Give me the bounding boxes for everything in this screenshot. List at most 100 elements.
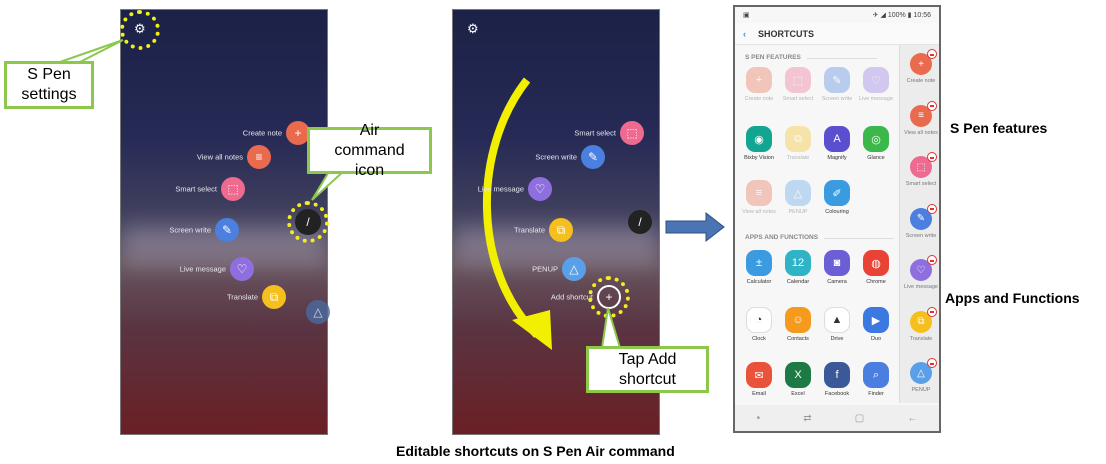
shortcut-penup[interactable]: △PENUP — [778, 180, 818, 216]
shortcut-screen-write[interactable]: ✎Screen write — [817, 67, 857, 103]
remove-icon[interactable] — [927, 100, 937, 111]
duo-icon: ▶ — [863, 307, 889, 333]
selected-label: Create note — [906, 78, 936, 84]
remove-icon[interactable] — [927, 152, 937, 162]
shortcut-colouring[interactable]: ✐Colouring — [817, 180, 857, 216]
screen-write-icon[interactable]: ✎ — [581, 145, 605, 169]
remove-icon[interactable] — [927, 306, 937, 317]
penup-icon: △ — [910, 358, 937, 384]
shortcut-label: Calculator — [746, 279, 772, 285]
penup-icon[interactable]: △ — [306, 300, 330, 324]
view-all-notes-icon: ≡ — [910, 100, 937, 127]
live-message-icon[interactable]: ♡ — [230, 257, 254, 281]
view-all-notes-icon: ≡ — [746, 180, 772, 206]
shortcut-label: Clock — [752, 336, 766, 342]
selected-label: PENUP — [911, 387, 931, 393]
remove-icon[interactable] — [927, 49, 937, 59]
shortcut-glance[interactable]: ◎Glance — [856, 126, 896, 162]
air-command-icon[interactable]: / — [628, 210, 652, 234]
penup-icon: △ — [785, 180, 811, 206]
remove-icon[interactable] — [927, 358, 937, 368]
shortcut-calculator[interactable]: ±Calculator — [739, 250, 779, 286]
back-nav-icon[interactable]: ← — [907, 412, 918, 424]
create-note-icon[interactable]: + — [286, 121, 310, 145]
recents-icon[interactable]: ⇄ — [803, 412, 812, 424]
email-icon: ✉ — [746, 362, 772, 388]
smart-select-icon[interactable]: ⬚ — [620, 121, 644, 145]
shortcut-drive[interactable]: ▲Drive — [817, 307, 857, 343]
remove-icon[interactable] — [927, 255, 937, 265]
penup-icon[interactable]: △ — [562, 257, 586, 281]
view-all-notes-icon[interactable]: ≡ — [247, 145, 271, 169]
translate-icon[interactable]: ⧉ — [549, 218, 573, 242]
shortcut-label: Magnify — [827, 155, 847, 161]
selected-smart-select[interactable]: ⬚Smart select — [900, 152, 939, 188]
selected-label: Live message — [904, 284, 938, 290]
shortcuts-settings-screen: ▣ ✈ ◢ 100% ▮ 10:56 ‹SHORTCUTS S PEN FEAT… — [733, 5, 941, 433]
spen-settings-callout: S Pen settings — [4, 61, 94, 109]
battery-level: 100% — [887, 12, 906, 19]
menu-label[interactable]: Screen write — [169, 225, 211, 235]
shortcut-camera[interactable]: ◙ Camera — [817, 250, 857, 286]
shortcut-live-message[interactable]: ♡Live message — [856, 67, 896, 103]
selected-label: Screen write — [905, 232, 937, 239]
shortcut-translate[interactable]: ⧉Translate — [778, 126, 818, 162]
menu-label[interactable]: Create note — [242, 128, 282, 138]
shortcut-label: Glance — [867, 155, 885, 161]
shortcut-label: Bixby Vision — [744, 155, 774, 161]
live-message-icon[interactable]: ♡ — [528, 177, 552, 201]
apps-functions-annotation: Apps and Functions — [945, 290, 1080, 306]
selected-create-note[interactable]: +Create note — [900, 49, 939, 85]
menu-label[interactable]: Screen write — [535, 152, 577, 162]
menu-label[interactable]: Translate — [227, 292, 258, 302]
shortcut-duo[interactable]: ▶Duo — [856, 307, 896, 343]
selected-live-message[interactable]: ♡ Live message — [900, 255, 939, 291]
camera-icon: ◙ — [824, 250, 850, 276]
shortcut-clock[interactable]: ◔Clock — [739, 307, 779, 343]
shortcut-chrome[interactable]: ◍Chrome — [856, 250, 896, 286]
menu-label[interactable]: View all notes — [196, 152, 243, 162]
menu-label[interactable]: Smart select — [574, 128, 616, 138]
remove-icon[interactable] — [927, 203, 937, 214]
shortcut-view-all-notes[interactable]: ≡View all notes — [739, 180, 779, 216]
menu-label[interactable]: Translate — [514, 225, 545, 235]
shortcut-finder[interactable]: ⌕Finder — [856, 362, 896, 398]
shortcut-create-note[interactable]: +Create note — [739, 67, 779, 103]
selected-view-all-notes[interactable]: ≡View all notes — [900, 100, 939, 137]
home-icon[interactable]: ▢ — [854, 412, 865, 424]
screen-write-icon[interactable]: ✎ — [215, 218, 239, 242]
colouring-icon: ✐ — [824, 180, 850, 206]
smart-select-icon[interactable]: ⬚ — [221, 177, 245, 201]
screen-write-icon: ✎ — [910, 203, 937, 230]
create-note-icon: + — [746, 67, 772, 93]
menu-label[interactable]: Smart select — [175, 184, 217, 194]
menu-label[interactable]: Live message — [179, 264, 226, 274]
shortcut-bixby-vision[interactable]: ◉Bixby Vision — [739, 126, 779, 162]
selected-translate[interactable]: ⧉Translate — [900, 306, 939, 343]
settings-gear-icon[interactable]: ⚙ — [467, 21, 479, 36]
translate-icon[interactable]: ⧉ — [262, 285, 286, 309]
shortcut-email[interactable]: ✉Email — [739, 362, 779, 398]
translate-icon: ⧉ — [785, 126, 811, 152]
shortcut-label: Camera — [827, 279, 847, 285]
menu-label[interactable]: PENUP — [532, 264, 558, 274]
selected-penup[interactable]: △ PENUP — [900, 358, 939, 394]
drive-icon: ▲ — [824, 307, 850, 333]
dot-icon[interactable]: • — [756, 412, 761, 424]
selected-screen-write[interactable]: ✎ Screen write — [900, 203, 939, 240]
screen-write-icon: ✎ — [824, 67, 850, 93]
calendar-icon: 12 — [785, 250, 811, 276]
menu-label[interactable]: Live message — [477, 184, 524, 194]
live-message-icon: ♡ — [910, 255, 937, 281]
add-shortcut-callout: Tap Add shortcut — [586, 346, 709, 393]
shortcut-smart-select[interactable]: ⬚Smart select — [778, 67, 818, 103]
page-title: SHORTCUTS — [758, 28, 814, 39]
section-apps-functions: APPS AND FUNCTIONS — [745, 234, 895, 241]
shortcut-contacts[interactable]: ☺Contacts — [778, 307, 818, 343]
menu-label[interactable]: Add shortcut — [550, 292, 593, 302]
back-icon[interactable]: ‹ — [743, 28, 746, 39]
